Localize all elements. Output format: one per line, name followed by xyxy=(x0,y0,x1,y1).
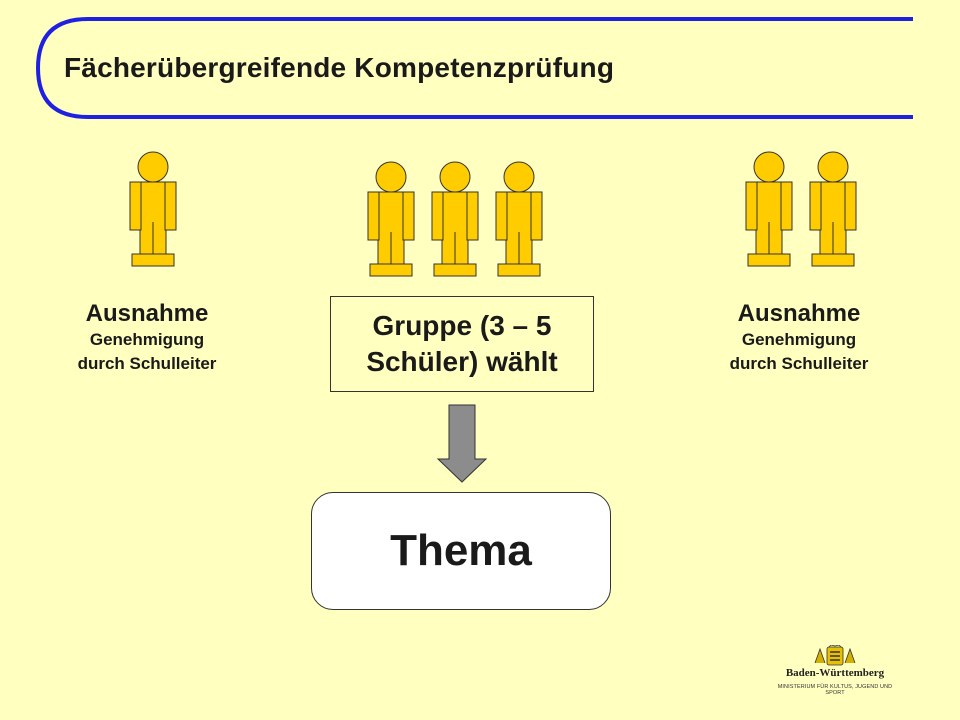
right-exception-head: Ausnahme xyxy=(737,300,861,327)
person-icon xyxy=(745,151,793,267)
left-exception-label: Ausnahme Genehmigung durch Schulleiter xyxy=(38,300,256,376)
down-arrow-icon xyxy=(436,404,488,483)
person-icon xyxy=(367,161,415,277)
right-exception-line2: durch Schulleiter xyxy=(729,354,869,373)
right-exception-line1: Genehmigung xyxy=(741,330,857,349)
coat-of-arms-icon xyxy=(814,645,856,666)
person-icon xyxy=(809,151,857,267)
group-box: Gruppe (3 – 5 Schüler) wählt xyxy=(330,296,594,392)
logo-name: Baden-Württemberg xyxy=(785,667,885,679)
baden-wuerttemberg-logo: Baden-Württemberg MINISTERIUM FÜR KULTUS… xyxy=(772,645,898,697)
person-icon xyxy=(431,161,479,277)
right-exception-label: Ausnahme Genehmigung durch Schulleiter xyxy=(690,300,908,376)
group-box-line1: Gruppe (3 – 5 xyxy=(372,310,552,341)
person-icon xyxy=(129,151,177,267)
person-icon xyxy=(495,161,543,277)
left-exception-head: Ausnahme xyxy=(85,300,209,327)
left-exception-line2: durch Schulleiter xyxy=(77,354,217,373)
thema-box: Thema xyxy=(311,492,611,610)
page-title: Fächerübergreifende Kompetenzprüfung xyxy=(64,52,615,83)
left-exception-line1: Genehmigung xyxy=(89,330,205,349)
logo-ministry: MINISTERIUM FÜR KULTUS, JUGEND UND SPORT xyxy=(777,684,893,696)
title-frame xyxy=(35,17,913,119)
group-box-line2: Schüler) wählt xyxy=(366,346,558,377)
